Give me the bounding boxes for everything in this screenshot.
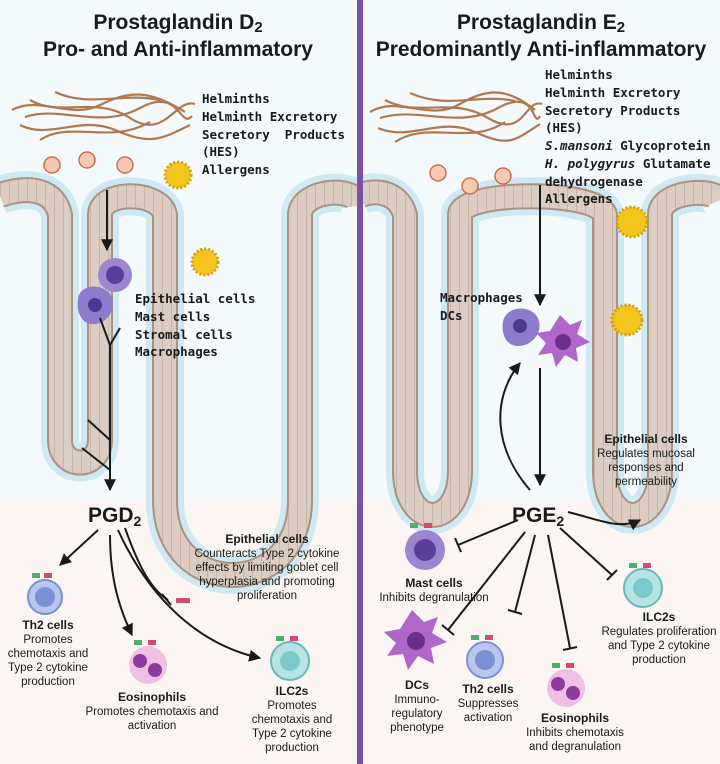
right-eosinophil-effect: Eosinophils Inhibits chemotaxis and degr… xyxy=(526,711,624,753)
left-stimuli-list: Helminths Helminth Excretory Secretory P… xyxy=(202,91,345,177)
right-dc-icon xyxy=(536,315,590,367)
left-epithelial-effect: Epithelial cells Counteracts Type 2 cyto… xyxy=(194,532,340,602)
right-mediator-label: PGE2 xyxy=(512,504,565,529)
left-eosinophil-effect: Eosinophils Promotes chemotaxis and acti… xyxy=(85,690,219,732)
right-stimuli-list: Helminths Helminth Excretory Secretory P… xyxy=(545,67,711,207)
left-mast-cell-icon xyxy=(98,258,132,292)
left-th2-effect: Th2 cells Promotes chemotaxis and Type 2… xyxy=(7,618,89,688)
right-ilc2-effect: ILC2s Regulates proliferation and Type 2… xyxy=(601,610,717,666)
left-ilc2-icon xyxy=(270,636,310,681)
left-ilc2-effect: ILC2s Promotes chemotaxis and Type 2 cyt… xyxy=(251,684,333,754)
right-mast-cell-icon xyxy=(405,523,445,570)
left-hes-icon xyxy=(43,151,134,174)
left-epithelial-receptor-icon xyxy=(176,598,190,603)
left-helminth-icon xyxy=(11,90,196,141)
right-macrophage-icon xyxy=(502,308,540,347)
panel-divider xyxy=(357,0,363,764)
right-epithelial-effect: Epithelial cells Regulates mucosal respo… xyxy=(597,432,695,488)
right-th2-effect: Th2 cells Suppresses activation xyxy=(457,682,519,724)
right-th2-cell-icon xyxy=(466,635,504,679)
right-eosinophil-icon xyxy=(547,663,585,707)
left-macrophage-icon xyxy=(77,286,113,325)
right-hes-icon xyxy=(429,164,512,195)
left-th2-cell-icon xyxy=(27,573,63,615)
right-ilc2-icon xyxy=(623,563,663,608)
right-dc-effect: DCs Immuno-regulatory phenotype xyxy=(390,678,444,734)
left-mediator-label: PGD2 xyxy=(88,504,142,529)
right-helminth-icon xyxy=(369,91,543,143)
right-dc-cell-icon xyxy=(384,610,447,670)
right-source-cells-list: Macrophages DCs xyxy=(440,290,523,323)
left-allergen-icon xyxy=(163,160,220,277)
left-source-cells-list: Epithelial cells Mast cells Stromal cell… xyxy=(135,291,256,360)
left-title: Prostaglandin D2 Pro- and Anti-inflammat… xyxy=(43,11,313,62)
right-allergen-icon xyxy=(610,205,649,337)
right-title: Prostaglandin E2 Predominantly Anti-infl… xyxy=(375,11,707,62)
left-eosinophil-icon xyxy=(129,640,167,684)
right-mast-cell-effect: Mast cells Inhibits degranulation xyxy=(379,576,489,604)
